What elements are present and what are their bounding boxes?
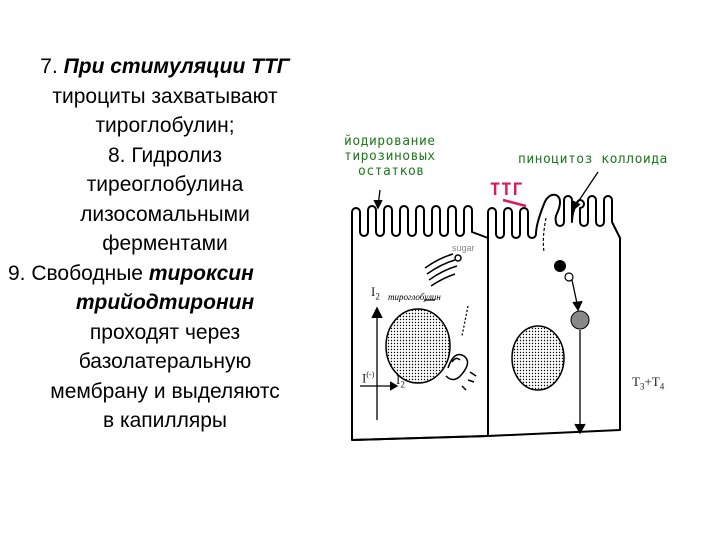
i2-bottom-label: I2 [396,372,405,390]
t3-t4-label: T3+T4 [632,374,664,392]
iodination-label-line-1: йодирование [344,134,436,149]
basement-membrane [351,435,489,441]
line-1-prefix: 7. [40,55,64,78]
golgi-apparatus [424,253,462,287]
line-9: трийодтиронин [0,288,330,318]
colloid-vesicles [542,217,590,330]
iodide-letter: I [362,370,367,386]
iodide-label: I(-) [362,370,374,386]
left-nucleus [385,308,451,384]
line-4: 8. Гидролиз [107,143,223,167]
line-12: мембрану и выделяютс [50,379,280,403]
i2-top-sub: 2 [375,291,380,302]
thyrocyte-diagram [350,171,621,441]
line-1-emphasis: При стимуляции ТТГ [63,55,290,78]
label-pointer-pinocytosis [573,171,599,209]
line-2: тироциты захватывают [52,84,278,108]
line-6: лизосомальными [80,202,250,226]
right-cell-outline [487,193,621,437]
line-8: 9. Свободные тироксин [0,259,330,289]
t4-letter: +T [644,374,660,389]
right-nucleus [511,325,565,391]
line-8-prefix: 9. Свободные [8,261,149,285]
line-13: в капилляры [102,409,228,432]
left-cell-outline [350,205,489,441]
line-9-emphasis: трийодтиронин [75,291,255,314]
line-10: проходят через [89,320,241,344]
endoplasmic-reticulum [445,353,477,391]
i2-bottom-letter: I [396,372,401,387]
t4-sub: 4 [659,381,665,392]
line-11: базолатеральную [78,350,252,373]
i2-top-label: I2 [371,284,380,302]
line-3: тироглобулин; [95,114,235,137]
pinocytosis-label: пиноцитоз коллоида [518,152,668,167]
iodination-label: йодирование тирозиновых остатков [344,134,436,179]
line-5: тиреоглобулина [86,173,244,196]
line-1: 7. При стимуляции ТТГ [0,52,330,82]
ttg-receptor [502,198,527,208]
ttg-label: ТТГ [490,180,524,200]
line-7: ферментами [102,232,228,255]
iodination-label-line-3: остатков [358,164,425,179]
line-8-emphasis: тироксин [148,261,254,285]
iodination-label-line-2: тирозиновых [344,149,436,164]
sugar-label: sugar [452,243,475,253]
iodide-sup: (-) [366,370,375,379]
t3-letter: T [632,374,640,389]
explanation-text: 7. При стимуляции ТТГ тироциты захватыва… [0,52,330,436]
i2-bottom-sub: 2 [400,379,405,390]
thyroglobulin-label: тироглобулин [388,292,441,302]
i2-top-letter: I [371,284,376,299]
t3-sub: 3 [639,381,645,392]
